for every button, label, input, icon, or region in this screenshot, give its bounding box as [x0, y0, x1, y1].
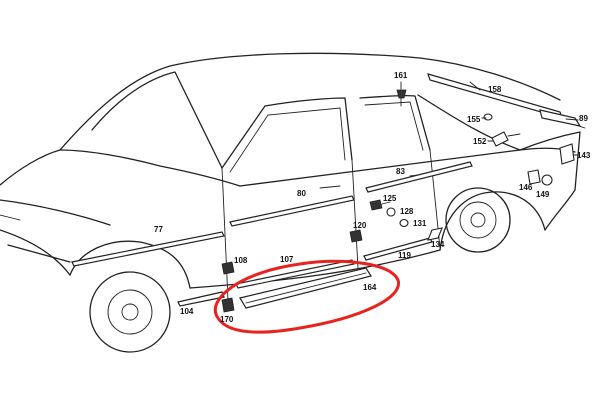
label-89: 89 — [579, 114, 588, 123]
part-108 — [221, 261, 235, 275]
label-107: 107 — [280, 255, 294, 264]
trim-strips — [71, 73, 582, 309]
part-128 — [386, 207, 396, 217]
leader-lines — [400, 81, 579, 156]
label-158: 158 — [488, 85, 502, 94]
label-119: 119 — [398, 251, 411, 260]
strip-104 — [177, 291, 225, 307]
label-108: 108 — [234, 256, 248, 265]
highlight-circle — [213, 259, 400, 334]
strip-107 — [235, 259, 355, 289]
strip-89 — [539, 109, 582, 127]
label-152: 152 — [473, 137, 487, 146]
label-131: 131 — [413, 219, 427, 228]
strip-83 — [365, 161, 473, 193]
part-152 — [491, 131, 521, 147]
part-170 — [221, 297, 235, 313]
part-149 — [541, 174, 553, 186]
part-labels: 161 158 89 155 152 143 146 149 83 80 125… — [154, 71, 591, 324]
strip-119 — [363, 237, 433, 261]
part-146 — [527, 169, 541, 185]
label-146: 146 — [519, 183, 533, 192]
part-161 — [396, 89, 407, 107]
label-170: 170 — [220, 315, 234, 324]
label-77: 77 — [154, 225, 163, 234]
part-125 — [369, 199, 391, 211]
label-161: 161 — [394, 71, 408, 80]
part-120 — [349, 229, 363, 243]
part-134 — [427, 227, 443, 241]
label-134: 134 — [431, 240, 445, 249]
part-131 — [399, 218, 409, 228]
label-128: 128 — [400, 207, 414, 216]
label-120: 120 — [353, 221, 367, 230]
label-83: 83 — [396, 167, 405, 176]
label-155: 155 — [467, 115, 481, 124]
strip-80 — [229, 195, 355, 227]
small-parts — [221, 89, 575, 313]
part-155 — [483, 113, 493, 121]
label-104: 104 — [180, 307, 194, 316]
label-149: 149 — [536, 190, 550, 199]
label-164: 164 — [363, 283, 377, 292]
strip-77 — [71, 231, 225, 267]
part-143 — [559, 143, 575, 165]
label-143: 143 — [577, 151, 591, 160]
label-125: 125 — [383, 194, 397, 203]
label-80: 80 — [297, 189, 306, 198]
